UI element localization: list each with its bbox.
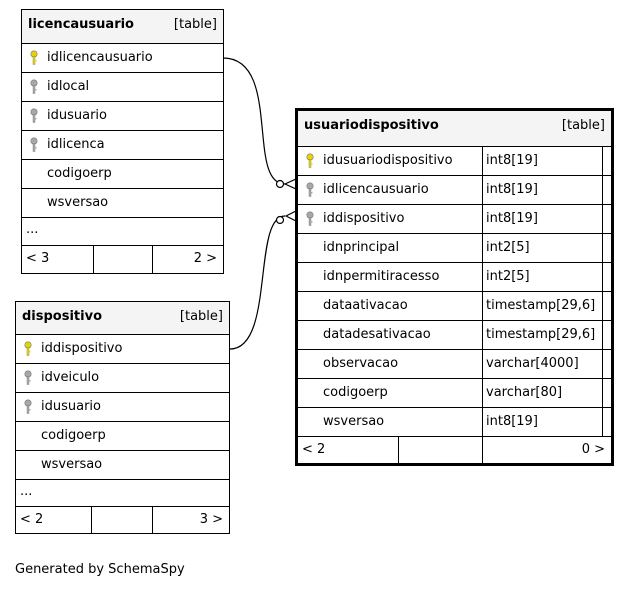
column-name: iddispositivo (41, 341, 123, 356)
table-type-tag: [table] (561, 118, 605, 133)
column-row[interactable]: iddispositivo (16, 335, 229, 364)
column-row[interactable]: idnprincipal int2[5] (298, 234, 611, 263)
column-name: codigoerp (47, 166, 112, 181)
primary-key-icon (23, 341, 35, 357)
column-name: idnpermitiracesso (323, 269, 440, 284)
table-footer: < 2 0 > (298, 437, 611, 463)
column-type: int8[19] (482, 147, 603, 175)
column-row[interactable]: observacao varchar[4000] (298, 350, 611, 379)
column-name: idlocal (47, 79, 90, 94)
column-row[interactable]: iddispositivo int8[19] (298, 205, 611, 234)
column-name: codigoerp (41, 428, 106, 443)
column-row[interactable]: codigoerp (16, 422, 229, 451)
column-name: observacao (323, 356, 399, 371)
child-count[interactable]: 2 > (193, 251, 217, 266)
column-row[interactable]: idveiculo (16, 364, 229, 393)
table-footer: < 3 2 > (22, 246, 223, 273)
table-licencausuario[interactable]: licencausuario [table] idlicencausuario i… (21, 9, 224, 274)
child-count[interactable]: 3 > (199, 512, 223, 527)
column-name: idnprincipal (323, 240, 400, 255)
connector-end-circle (275, 215, 285, 225)
column-name: idlicencausuario (323, 182, 429, 197)
column-type: int2[5] (482, 234, 603, 262)
column-name: wsversao (47, 195, 109, 210)
table-footer: < 2 3 > (16, 507, 229, 533)
connector-crowfoot (283, 178, 297, 190)
connector-crowfoot (284, 210, 297, 222)
primary-key-icon (29, 50, 41, 66)
column-name: idveiculo (41, 370, 100, 385)
table-type-tag: [table] (179, 309, 223, 324)
table-name: usuariodispositivo (304, 118, 439, 133)
parent-count[interactable]: < 2 (20, 512, 44, 527)
column-type: int2[5] (482, 263, 603, 291)
column-name: dataativacao (323, 298, 408, 313)
column-row[interactable]: idlicencausuario int8[19] (298, 176, 611, 205)
column-name: idusuario (41, 399, 101, 414)
column-type: int8[19] (482, 205, 603, 233)
primary-key-icon (305, 153, 317, 169)
table-usuariodispositivo[interactable]: usuariodispositivo [table] idusuariodisp… (295, 108, 614, 466)
column-type: timestamp[29,6] (482, 292, 603, 320)
column-name: idlicenca (47, 137, 105, 152)
child-count[interactable]: 0 > (581, 442, 605, 457)
foreign-key-icon (29, 108, 41, 124)
parent-count[interactable]: < 3 (26, 251, 50, 266)
column-name: idusuario (47, 108, 107, 123)
column-row[interactable]: idusuariodispositivo int8[19] (298, 147, 611, 176)
column-row[interactable]: dataativacao timestamp[29,6] (298, 292, 611, 321)
connector-dispositivo-to-usuariodispositivo (229, 215, 286, 350)
connector-end-circle (275, 179, 285, 189)
table-name: licencausuario (28, 17, 134, 32)
column-name: wsversao (41, 457, 103, 472)
table-type-tag: [table] (173, 17, 217, 32)
table-header: licencausuario [table] (22, 10, 223, 44)
column-row[interactable]: wsversao int8[19] (298, 408, 611, 437)
column-row[interactable]: idusuario (22, 102, 223, 131)
parent-count[interactable]: < 2 (302, 442, 326, 457)
column-name: wsversao (323, 414, 385, 429)
column-type: varchar[4000] (482, 350, 603, 378)
column-row[interactable]: wsversao (22, 189, 223, 218)
column-row[interactable]: datadesativacao timestamp[29,6] (298, 321, 611, 350)
column-row[interactable]: idusuario (16, 393, 229, 422)
more-columns-ellipsis: ... (22, 218, 223, 246)
column-name: idusuariodispositivo (323, 153, 453, 168)
column-name: iddispositivo (323, 211, 405, 226)
foreign-key-icon (305, 211, 317, 227)
column-row[interactable]: codigoerp (22, 160, 223, 189)
table-header: dispositivo [table] (16, 302, 229, 335)
column-row[interactable]: wsversao (16, 451, 229, 480)
foreign-key-icon (305, 182, 317, 198)
column-row[interactable]: codigoerp varchar[80] (298, 379, 611, 408)
column-type: varchar[80] (482, 379, 603, 407)
foreign-key-icon (29, 137, 41, 153)
more-columns-ellipsis: ... (16, 480, 229, 507)
column-row[interactable]: idnpermitiracesso int2[5] (298, 263, 611, 292)
connector-licencausuario-to-usuariodispositivo (222, 57, 286, 185)
column-row[interactable]: idlicencausuario (22, 44, 223, 73)
column-row[interactable]: idlicenca (22, 131, 223, 160)
column-type: int8[19] (482, 408, 603, 436)
foreign-key-icon (29, 79, 41, 95)
table-header: usuariodispositivo [table] (298, 111, 611, 147)
column-row[interactable]: idlocal (22, 73, 223, 102)
column-name: datadesativacao (323, 327, 431, 342)
column-name: idlicencausuario (47, 50, 153, 65)
foreign-key-icon (23, 399, 35, 415)
column-type: timestamp[29,6] (482, 321, 603, 349)
table-name: dispositivo (22, 309, 103, 324)
foreign-key-icon (23, 370, 35, 386)
column-name: codigoerp (323, 385, 388, 400)
column-type: int8[19] (482, 176, 603, 204)
table-dispositivo[interactable]: dispositivo [table] iddispositivo idveicu… (15, 301, 230, 534)
generated-by-note: Generated by SchemaSpy (15, 562, 185, 577)
